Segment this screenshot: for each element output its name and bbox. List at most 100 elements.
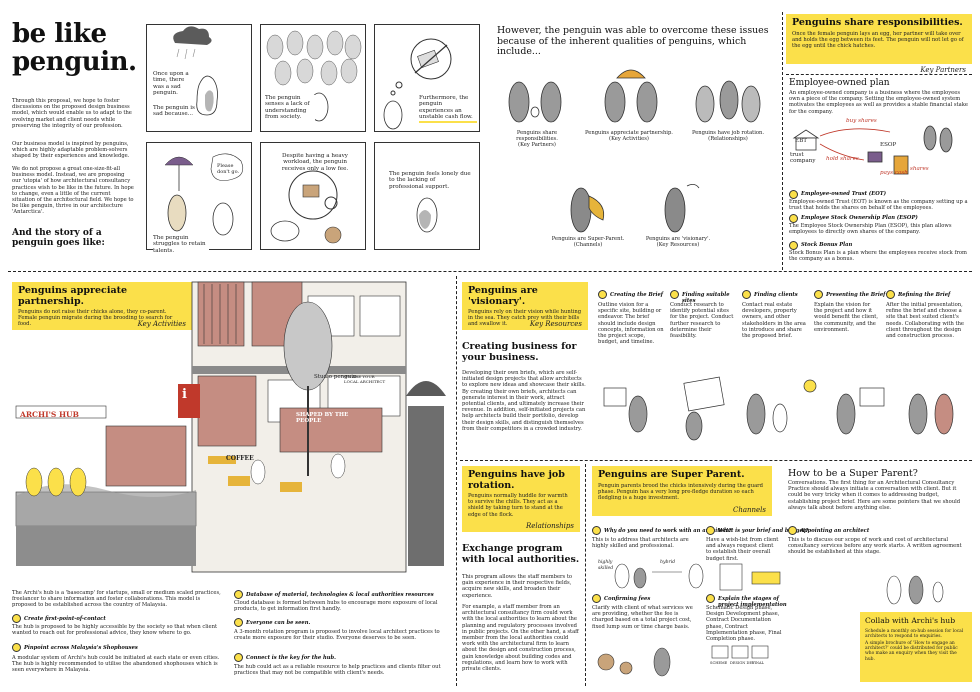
hub-item-2-desc: A modular system of Archi's hub could be… <box>12 655 220 674</box>
visionary-number-1 <box>598 290 607 299</box>
howto-desc: Conversations. The first thing for an Ar… <box>788 480 961 511</box>
partnership-box: Penguins appreciate partnership. Penguin… <box>12 282 192 330</box>
visionary-tag: Key Resources <box>529 320 582 328</box>
howto-title: How to be a Super Parent? <box>788 468 918 479</box>
visionary-step-5-title: Refining the Brief <box>898 292 951 298</box>
share-item-3-desc: Stock Bonus Plan is a plan where the emp… <box>789 250 967 263</box>
hub-number-2 <box>12 643 21 652</box>
sketch-hybrid: hybrid <box>660 560 676 565</box>
rotation-p1: This program allows the staff members to… <box>462 574 573 599</box>
comic-2-text: The penguin senses a lack of understandi… <box>265 95 315 121</box>
superparent-number-5 <box>706 594 715 603</box>
visionary-step-1-title: Creating the Brief <box>610 292 663 298</box>
cashflow-thought-icon <box>383 38 452 130</box>
superparent-step-5-desc: Schematic Design phase, Design Developme… <box>706 605 782 643</box>
visionary-step-2-title: Finding suitable sites <box>682 292 730 304</box>
hub-number-3 <box>234 590 243 599</box>
comic-panel-1: Once upon a time, there was a sad pengui… <box>146 24 252 132</box>
comic-4-bubble: Please don't go. <box>217 163 240 176</box>
hub-item-1-desc: The hub is proposed to be highly accessi… <box>12 624 218 637</box>
visionary-step-5-desc: After the initial presentation, refine t… <box>886 302 965 340</box>
superparent-step-5-title: Explain the stages of project implementa… <box>718 596 787 608</box>
comic-panel-5: Despite having a heavy workload, the pen… <box>260 142 366 250</box>
sign-archis-hub: ARCHI'S HUB <box>20 410 79 419</box>
comic-panel-6: The penguin feels lonely due to the lack… <box>374 142 480 250</box>
visionary-step-4-desc: Explain the vision for the project and h… <box>814 302 879 333</box>
comic-panel-3: Furthermore, the penguin experiences an … <box>374 24 480 132</box>
sketch-label-pays-cash: pays cash <box>880 170 908 176</box>
share-item-1-title: Employee-owned Trust (EOT) <box>801 191 887 197</box>
sketch-label-shares: shares <box>910 166 929 172</box>
comic-panel-4: Please don't go. The penguin struggles t… <box>146 142 252 255</box>
hub-item-4-title: Everyone can be seen. <box>246 620 311 626</box>
superparent-step-4-desc: Clarify with client of what services we … <box>592 605 693 630</box>
hub-item-3-title: Database of material, technologies & loc… <box>246 592 434 598</box>
rotation-title: Penguins have job rotation. <box>468 469 565 491</box>
collab-item-2: A simple brochure of 'How to engage an a… <box>865 640 958 662</box>
hub-title: Archi's hub <box>14 572 59 582</box>
rotation-section-title: Exchange program with local authorities. <box>462 543 580 565</box>
share-title: Penguins share responsibilities. <box>792 17 963 28</box>
sign-coffee: COFFEE <box>226 455 254 462</box>
workload-icon <box>270 170 342 244</box>
visionary-number-2 <box>670 290 679 299</box>
collab-item-1: Schedule a monthly on-hub session for lo… <box>865 628 964 639</box>
hub-item-4-desc: A 3-month rotation program is proposed t… <box>234 629 440 642</box>
sketch-label-esop: ESOP <box>880 142 897 148</box>
collab-title: Collab with Archi's hub <box>865 616 956 625</box>
share-item-1-desc: Employee-owned Trust (EOT) is known as t… <box>789 199 968 212</box>
hub-number-5 <box>234 653 243 662</box>
plan-desc: An employee-owned company is a business … <box>789 90 968 115</box>
share-tag: Key Partners <box>920 66 966 74</box>
sketch-label-ebt: EBT <box>795 138 807 144</box>
share-item-2-title: Employee Stock Ownership Plan (ESOP) <box>801 215 918 221</box>
rotation-tag: Relationships <box>525 522 574 530</box>
superparent-step-2-desc: Have a wish-list from client and always … <box>706 537 779 562</box>
partnership-title: Penguins appreciate partnership. <box>18 285 128 307</box>
hub-item-1-title: Create first-point-of-contact <box>24 616 106 622</box>
superparent-number-1 <box>592 526 601 535</box>
hub-item-5-desc: The hub could act as a reliable resource… <box>234 664 441 677</box>
penguin-leaving-icon <box>164 153 244 236</box>
superparent-title: Penguins are Super Parent. <box>598 469 745 480</box>
quality-label-1: Penguins share responsibilities.(Key Par… <box>516 130 558 149</box>
visionary-number-4 <box>814 290 823 299</box>
share-number-2 <box>789 214 798 223</box>
share-item-2-desc: The Employee Stock Ownership Plan (ESOP)… <box>789 223 952 236</box>
visionary-section-title: Creating business for your business. <box>462 341 577 363</box>
superparent-step-1-title: Why do you need to work with an architec… <box>604 528 732 534</box>
visionary-step-2-desc: Conduct research to identify potential s… <box>670 302 734 340</box>
hub-item-5-title: Connect is the key for the hub. <box>246 655 336 661</box>
visionary-desc: Penguins rely on their vision while hunt… <box>468 309 582 328</box>
intro-paragraph-1: Through this proposal, we hope to foster… <box>12 98 132 129</box>
hub-number-4 <box>234 618 243 627</box>
intro-paragraph-2: Our business model is inspired by pengui… <box>12 141 130 160</box>
stage-design-dev: DESIGN DEV <box>730 661 755 665</box>
intro-paragraph-3: We do not propose a great one-size-fit-a… <box>12 166 134 216</box>
comic-panel-2: The penguin senses a lack of understandi… <box>260 24 366 132</box>
share-desc: Once the female penguin lays an egg, her… <box>792 30 964 49</box>
superparent-step-2-title: What is your brief and budget? <box>718 528 809 534</box>
comic-1-text-2: The penguin is sad because... <box>153 105 195 118</box>
fees-stages-sketch <box>597 645 769 677</box>
visionary-step-4-title: Presenting the Brief <box>826 292 886 298</box>
superparent-number-4 <box>592 594 601 603</box>
sign-local-architect: WE ARE YOUR LOCAL ARCHITECT <box>344 374 386 384</box>
superparent-box: Penguins are Super Parent. Penguin paren… <box>592 466 772 516</box>
partnership-desc: Penguins do not raise their chicks alone… <box>18 309 173 328</box>
hub-item-2-title: Pinpoint across Malaysia's Shophouses <box>24 645 138 651</box>
superparent-number-2 <box>706 526 715 535</box>
superparent-tag: Channels <box>732 506 766 514</box>
hub-number-1 <box>12 614 21 623</box>
quality-label-3: Penguins have job rotation.(Relationship… <box>691 130 765 143</box>
visionary-box: Penguins are 'visionary'. Penguins rely … <box>462 282 588 330</box>
comic-5-text: Despite having a heavy workload, the pen… <box>281 153 349 172</box>
sign-shaped-by-people: SHAPED BY THE PEOPLE <box>296 412 349 425</box>
share-number-3 <box>789 241 798 250</box>
share-number-1 <box>789 190 798 199</box>
visionary-number-3 <box>742 290 751 299</box>
stage-final: FINAL <box>752 661 765 665</box>
superparent-step-3-title: Appointing an architect <box>800 528 870 534</box>
visionary-step-3-title: Finding clients <box>754 292 798 298</box>
superparent-desc: Penguin parents brood the chicks intensi… <box>598 482 763 501</box>
